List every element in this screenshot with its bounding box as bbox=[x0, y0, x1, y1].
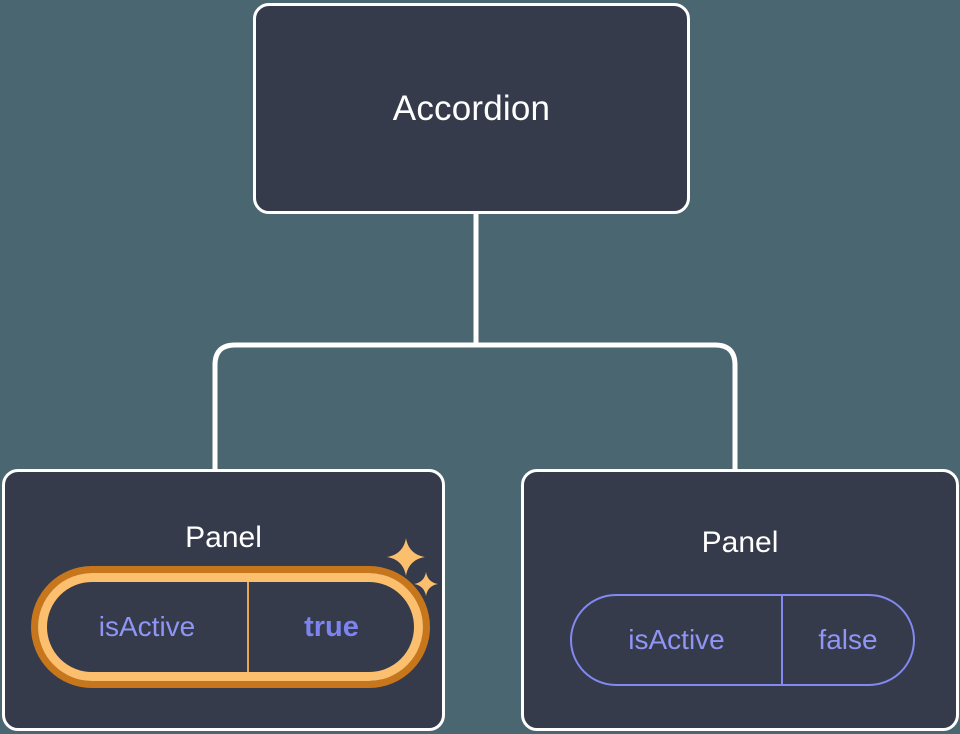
prop-value-label: false bbox=[781, 596, 913, 684]
node-panel-inactive-title: Panel bbox=[701, 526, 779, 559]
prop-key-label: isActive bbox=[628, 624, 725, 655]
prop-value-label: true bbox=[247, 582, 414, 672]
node-panel-inactive[interactable]: Panel isActive false bbox=[521, 469, 959, 731]
prop-pill-isactive-true[interactable]: isActive true bbox=[38, 573, 423, 681]
sparkle-small-icon bbox=[414, 572, 438, 596]
node-accordion[interactable]: Accordion bbox=[253, 3, 690, 214]
node-panel-active[interactable]: Panel isActive true bbox=[2, 469, 445, 731]
node-panel-active-title: Panel bbox=[185, 521, 262, 554]
prop-key-label: isActive bbox=[98, 611, 196, 642]
prop-pill-isactive-false[interactable]: isActive false bbox=[570, 594, 915, 686]
sparkle-large-icon bbox=[387, 538, 425, 576]
node-accordion-title: Accordion bbox=[392, 89, 551, 128]
connector-branch-bar bbox=[212, 342, 738, 472]
